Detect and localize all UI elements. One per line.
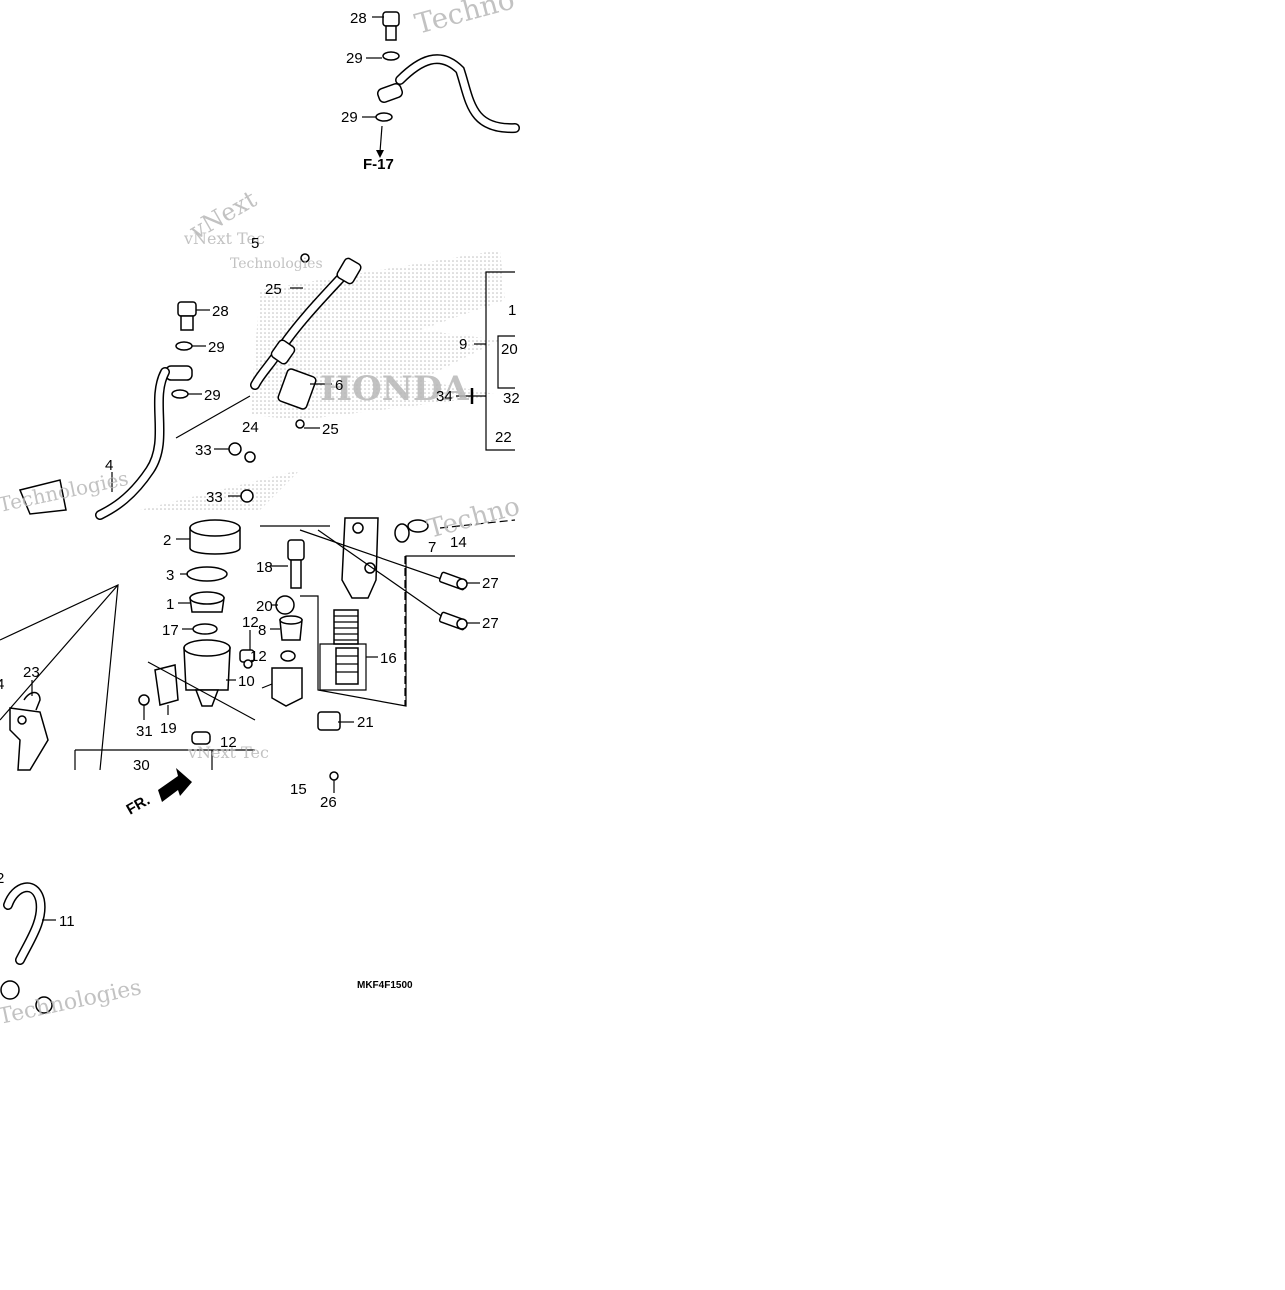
part-label: 34: [436, 388, 453, 405]
watermark: Technologies: [0, 975, 144, 1030]
part-label: 9: [459, 336, 467, 353]
part-label: 4: [0, 676, 4, 693]
part-label: 23: [23, 664, 40, 681]
part-label: 3: [166, 567, 174, 584]
left-bracket: [9, 479, 67, 771]
part-label: 31: [136, 723, 153, 740]
diagram-code: MKF4F1500: [357, 980, 413, 991]
part-label: 15: [290, 781, 307, 798]
part-label: 29: [341, 109, 358, 126]
part-label: 25: [265, 281, 282, 298]
part-label: 12: [250, 648, 267, 665]
front-direction-label: FR.: [124, 792, 153, 819]
part-label: 6: [335, 377, 343, 394]
part-label: 27: [482, 575, 499, 592]
part-label: 29: [346, 50, 363, 67]
part-label: 30: [133, 757, 150, 774]
middle-hose-assembly: [95, 253, 515, 520]
master-cylinder-assembly: [260, 517, 516, 793]
part-label: 2: [163, 532, 171, 549]
part-label: 12: [220, 734, 237, 751]
part-label: 1: [508, 302, 516, 319]
watermark: Techno: [411, 0, 518, 41]
part-label: 10: [238, 673, 255, 690]
part-label: 18: [256, 559, 273, 576]
part-label: 29: [204, 387, 221, 404]
brand-watermark: HONDA: [320, 369, 469, 409]
part-label: 8: [258, 622, 266, 639]
part-label: 7: [428, 539, 436, 556]
part-label: 21: [357, 714, 374, 731]
part-label: 33: [195, 442, 212, 459]
part-label: 2: [0, 870, 4, 887]
watermark: vNext Tec: [187, 743, 269, 762]
part-label: 24: [242, 419, 259, 436]
part-label: 12: [242, 614, 259, 631]
part-label: 28: [350, 10, 367, 27]
part-label: 25: [322, 421, 339, 438]
part-label: 19: [160, 720, 177, 737]
part-label: 33: [206, 489, 223, 506]
part-label: 26: [320, 794, 337, 811]
reservoir-hose: [0, 882, 56, 1014]
reference-arrow-label: F-17: [363, 156, 394, 173]
part-label: 17: [162, 622, 179, 639]
part-label: 28: [212, 303, 229, 320]
top-banjo-assembly: [362, 11, 520, 158]
front-direction-arrow: [158, 768, 192, 802]
part-label: 32: [503, 390, 520, 407]
part-label: 29: [208, 339, 225, 356]
part-label: 20: [501, 341, 518, 358]
part-label: 11: [59, 913, 75, 930]
part-label: 1: [166, 596, 174, 613]
watermark: Technologies: [230, 256, 323, 272]
watermark: vNext Tec: [183, 229, 265, 248]
part-label: 14: [450, 534, 467, 551]
part-label: 20: [256, 598, 273, 615]
part-label: 5: [251, 235, 259, 252]
part-label: 16: [380, 650, 397, 667]
part-label: 4: [105, 457, 113, 474]
part-label: 22: [495, 429, 512, 446]
spring: [333, 609, 359, 685]
part-label: 27: [482, 615, 499, 632]
watermark: Techno: [424, 491, 523, 544]
reservoir-assembly: [0, 519, 256, 771]
honda-wing-pattern-lower: [140, 470, 300, 510]
